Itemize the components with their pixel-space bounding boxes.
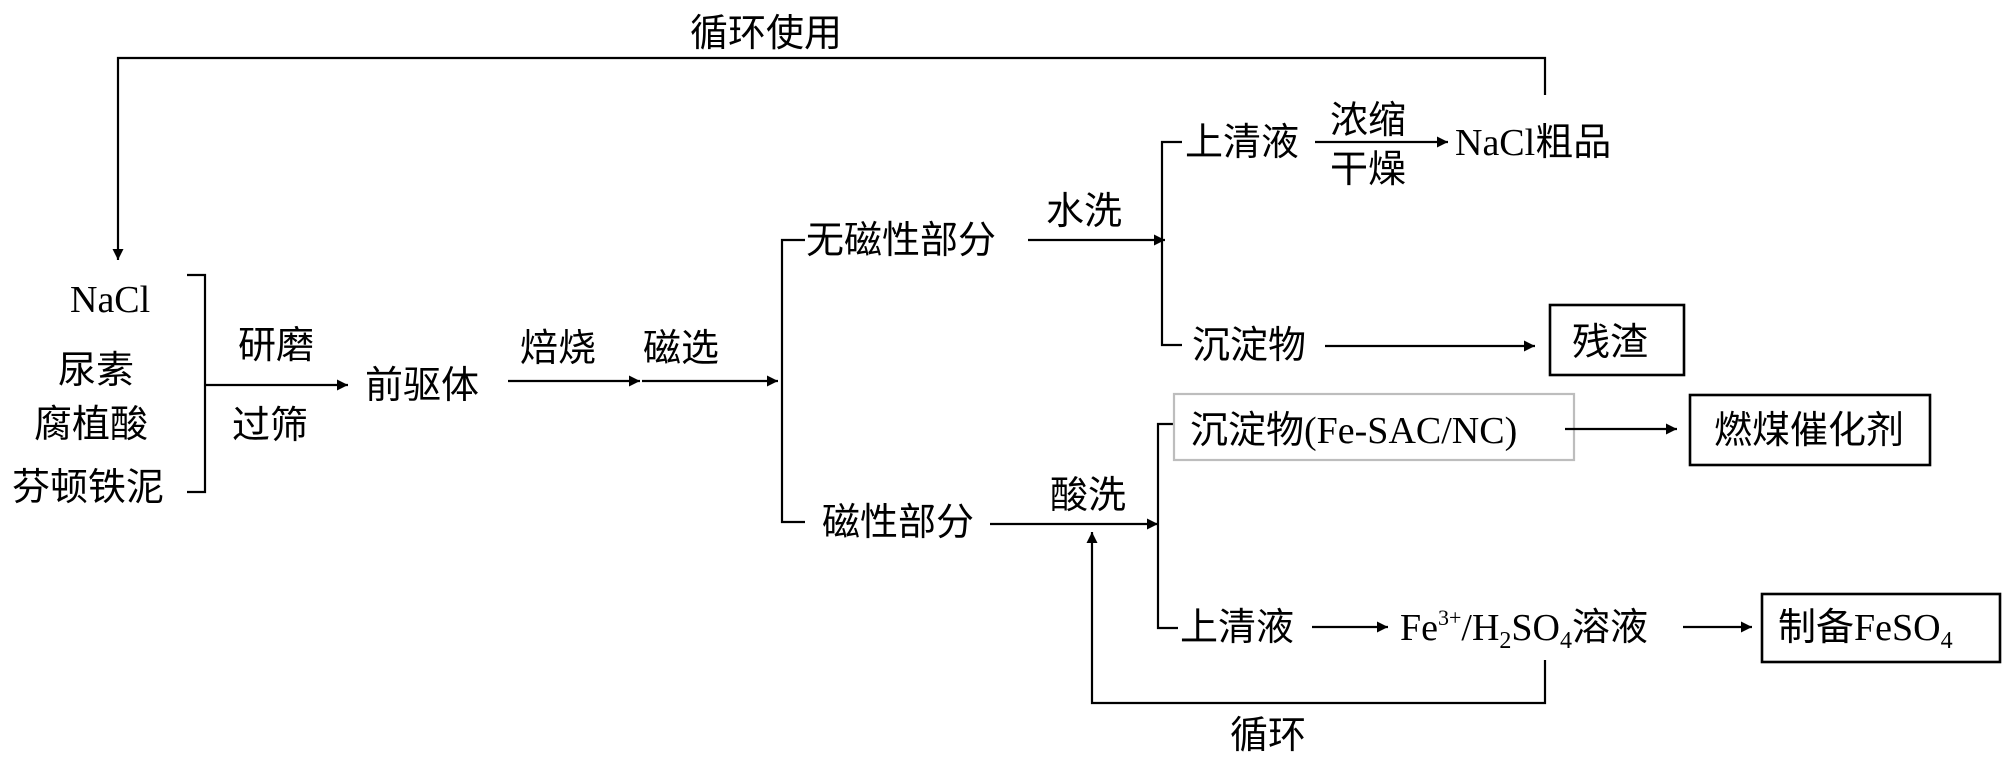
step-concentrate: 浓缩: [1330, 100, 1406, 142]
input-fenton-iron-sludge: 芬顿铁泥: [12, 467, 164, 509]
precipitate-label: 沉淀物: [1192, 325, 1306, 367]
prepare-feso4-box: [1760, 592, 2002, 664]
residue-box: [1548, 303, 1686, 377]
step-magnetic-separation: 磁选: [643, 328, 719, 370]
input-bracket: [187, 273, 348, 494]
coal-catalyst-label: 燃煤催化剂: [1714, 410, 1904, 452]
step-roast: 焙烧: [520, 328, 596, 370]
step-acid-wash: 酸洗: [1050, 475, 1126, 517]
supernatant-label: 上清液: [1185, 122, 1299, 164]
step-water-wash: 水洗: [1046, 191, 1122, 233]
nonmagnetic-part: 无磁性部分: [806, 220, 996, 262]
precipitate-fe-sac-box: [1172, 392, 1576, 462]
input-humic-acid: 腐植酸: [34, 404, 148, 446]
input-urea: 尿素: [58, 350, 134, 392]
input-nacl: NaCl: [70, 279, 150, 321]
precipitate-fe-sac-label: 沉淀物(Fe-SAC/NC): [1190, 410, 1517, 452]
supernatant-2-label: 上清液: [1180, 607, 1294, 649]
step-dry: 干燥: [1330, 149, 1406, 191]
step-grind: 研磨: [238, 325, 314, 367]
residue-label: 残渣: [1572, 322, 1648, 364]
recycle-bottom-line: [1086, 532, 1547, 705]
recycle-top-label: 循环使用: [690, 13, 842, 55]
coal-catalyst-box: [1688, 393, 1932, 467]
step-sieve: 过筛: [232, 405, 308, 447]
acid-wash-bracket: [1156, 422, 1178, 630]
recycle-bottom-label: 循环: [1230, 715, 1306, 757]
nacl-crude-product: NaCl粗品: [1455, 122, 1611, 164]
precursor-label: 前驱体: [365, 365, 479, 407]
split-bracket: [780, 238, 805, 524]
water-wash-bracket: [1160, 140, 1182, 347]
prepare-feso4-label: 制备FeSO4: [1778, 607, 1953, 654]
magnetic-part: 磁性部分: [822, 502, 974, 544]
recycle-top-line: [112, 56, 1547, 260]
fe-solution-label: Fe3+/H2SO4溶液: [1400, 605, 1648, 654]
